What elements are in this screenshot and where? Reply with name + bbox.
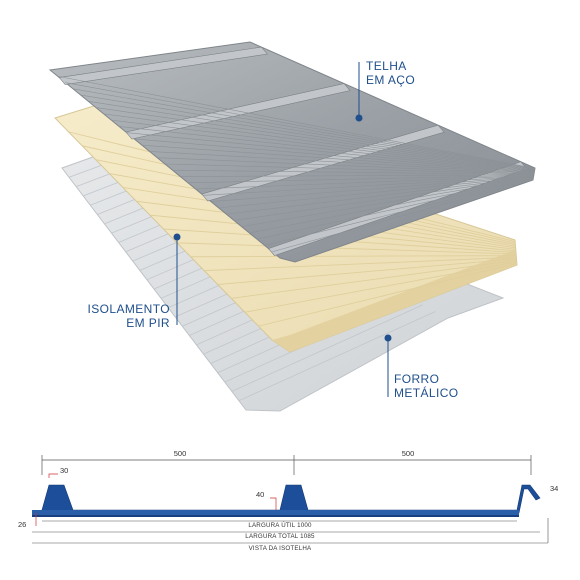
telha-aco-layer [48,41,536,263]
dim-rib-top: 30 [60,466,68,475]
corrugation-line [187,174,534,184]
dim-span-right: 500 [402,449,415,458]
corrugation-line [226,176,534,215]
corrugation-line [241,177,534,227]
profile-steel [31,484,541,514]
corrugation-line [134,138,535,173]
label-forro-1: FORRO [394,372,439,386]
corrugation-line [256,178,534,240]
dim-largura-util: LARGURA ÚTIL 1000 [248,522,312,529]
corrugation-line [57,75,535,169]
steel-rib [58,46,268,85]
corrugation-line [249,178,534,234]
corrugation-line [80,94,535,170]
corrugation-line [231,259,517,299]
label-forro-2: METÁLICO [394,385,459,400]
corrugation-line [118,126,535,172]
dim-vista: VISTA DA ISOTELHA [249,545,312,552]
steel-rib [201,124,445,202]
corrugation-line [195,175,534,190]
label-telha-2: EM AÇO [366,73,415,87]
corrugation-line [258,263,517,327]
corrugation-line [95,107,535,171]
callout-isolamento: ISOLAMENTO EM PIR [88,233,181,330]
dim-rib-height: 40 [256,490,264,499]
corrugation-line [103,113,535,172]
corrugation-line [204,256,517,272]
corrugation-line [141,144,535,174]
corrugation-line [164,163,535,175]
corrugation-line [203,175,534,196]
corrugation-line [72,88,535,170]
dim-largura-total: LARGURA TOTAL 1085 [245,533,315,540]
label-isolamento-1: ISOLAMENTO [88,302,170,316]
label-isolamento-2: EM PIR [126,316,170,330]
dim-span-left: 500 [174,449,187,458]
callout-forro: FORRO METÁLICO [384,334,459,400]
corrugation-line [190,255,517,258]
corrugation-line [126,132,535,173]
corrugation-line [233,177,534,221]
corrugation-line [210,176,534,202]
corrugation-line [149,151,535,174]
label-telha-1: TELHA [366,59,407,73]
corrugation-line [231,304,423,392]
profile-foam-core [32,510,519,515]
corrugation-line [177,242,517,255]
corrugation-line [180,174,534,177]
corrugation-line [238,311,436,402]
corrugation-line [217,258,517,285]
corrugation-line [264,178,534,246]
corrugation-line [244,261,517,313]
corrugation-line [272,179,534,253]
callout-dot-telha [355,114,363,122]
corrugation-line [111,119,535,172]
corrugation-line [218,176,534,209]
dim-edge: 34 [550,484,558,493]
corrugation-line [172,169,534,175]
profile-liner [32,515,519,517]
corrugation-line [88,101,535,171]
dim-thickness: 26 [18,520,26,529]
cross-section: 500 500 30 40 34 26 LARGURA ÚTIL 1000 LA… [18,449,558,552]
corrugation-line [157,157,535,174]
callout-telha: TELHA EM AÇO [355,59,415,122]
corrugation-line [65,82,535,170]
